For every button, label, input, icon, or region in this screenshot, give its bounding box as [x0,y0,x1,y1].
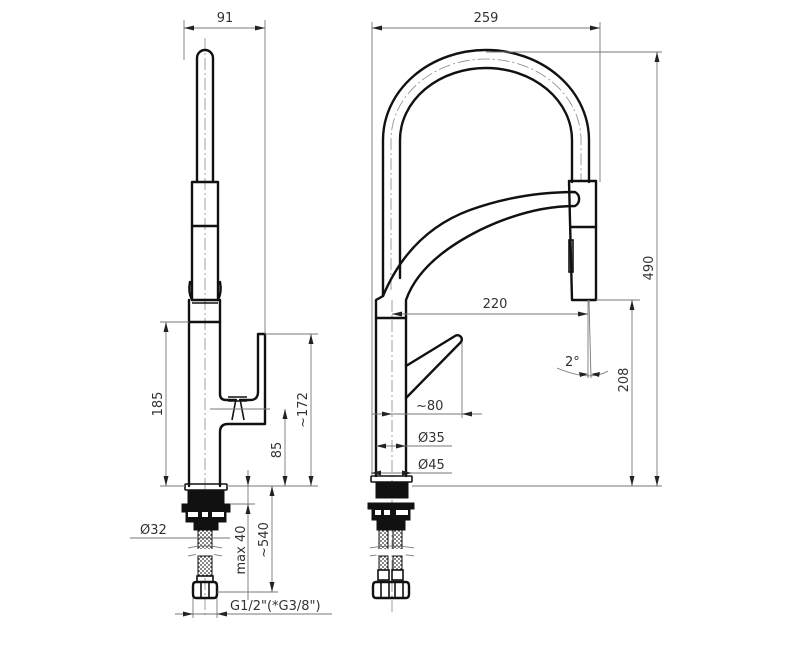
dim-front-lever-reach: ~80 [416,399,443,414]
dim-front-base-diameter: Ø45 [418,458,445,473]
front-connector-nuts [371,580,411,600]
dim-side-lever-height: ~172 [296,392,311,428]
dim-side-body-height: 185 [151,392,166,417]
front-body [374,316,408,478]
side-connector-nut [191,580,219,600]
front-mounting-nut [367,502,415,521]
front-braided-hose-2 [392,529,403,551]
dim-front-angle: 2° [565,355,580,370]
front-lever [404,334,463,400]
front-mounting-shank [375,481,409,499]
dim-side-shank-diameter: Ø32 [140,523,167,538]
dim-front-reach: 220 [483,297,508,312]
side-spout-tube [195,48,215,184]
dim-side-lever-axis: 85 [270,442,285,459]
dim-side-thread: G1/2"(*G3/8") [230,599,321,614]
dim-front-height: 490 [642,256,657,281]
front-swing-spout [374,190,581,320]
side-braided-hose [197,529,213,551]
side-body [187,298,238,488]
dim-side-width: 91 [217,11,234,26]
dim-front-body-diameter: Ø35 [418,431,445,446]
front-braided-hose-1 [378,529,389,551]
dim-side-max-deck: max 40 [234,526,249,575]
front-arch-outer [381,48,591,298]
dim-front-width: 259 [474,11,499,26]
front-arch-inner [398,66,574,280]
dim-side-hose-length: ~540 [257,522,272,558]
front-view: 259 490 220 208 2° ~80 [367,11,662,615]
dim-front-clearance: 208 [617,368,632,393]
side-view: 91 185 ~172 85 max 40 ~540 Ø32 [130,11,332,618]
